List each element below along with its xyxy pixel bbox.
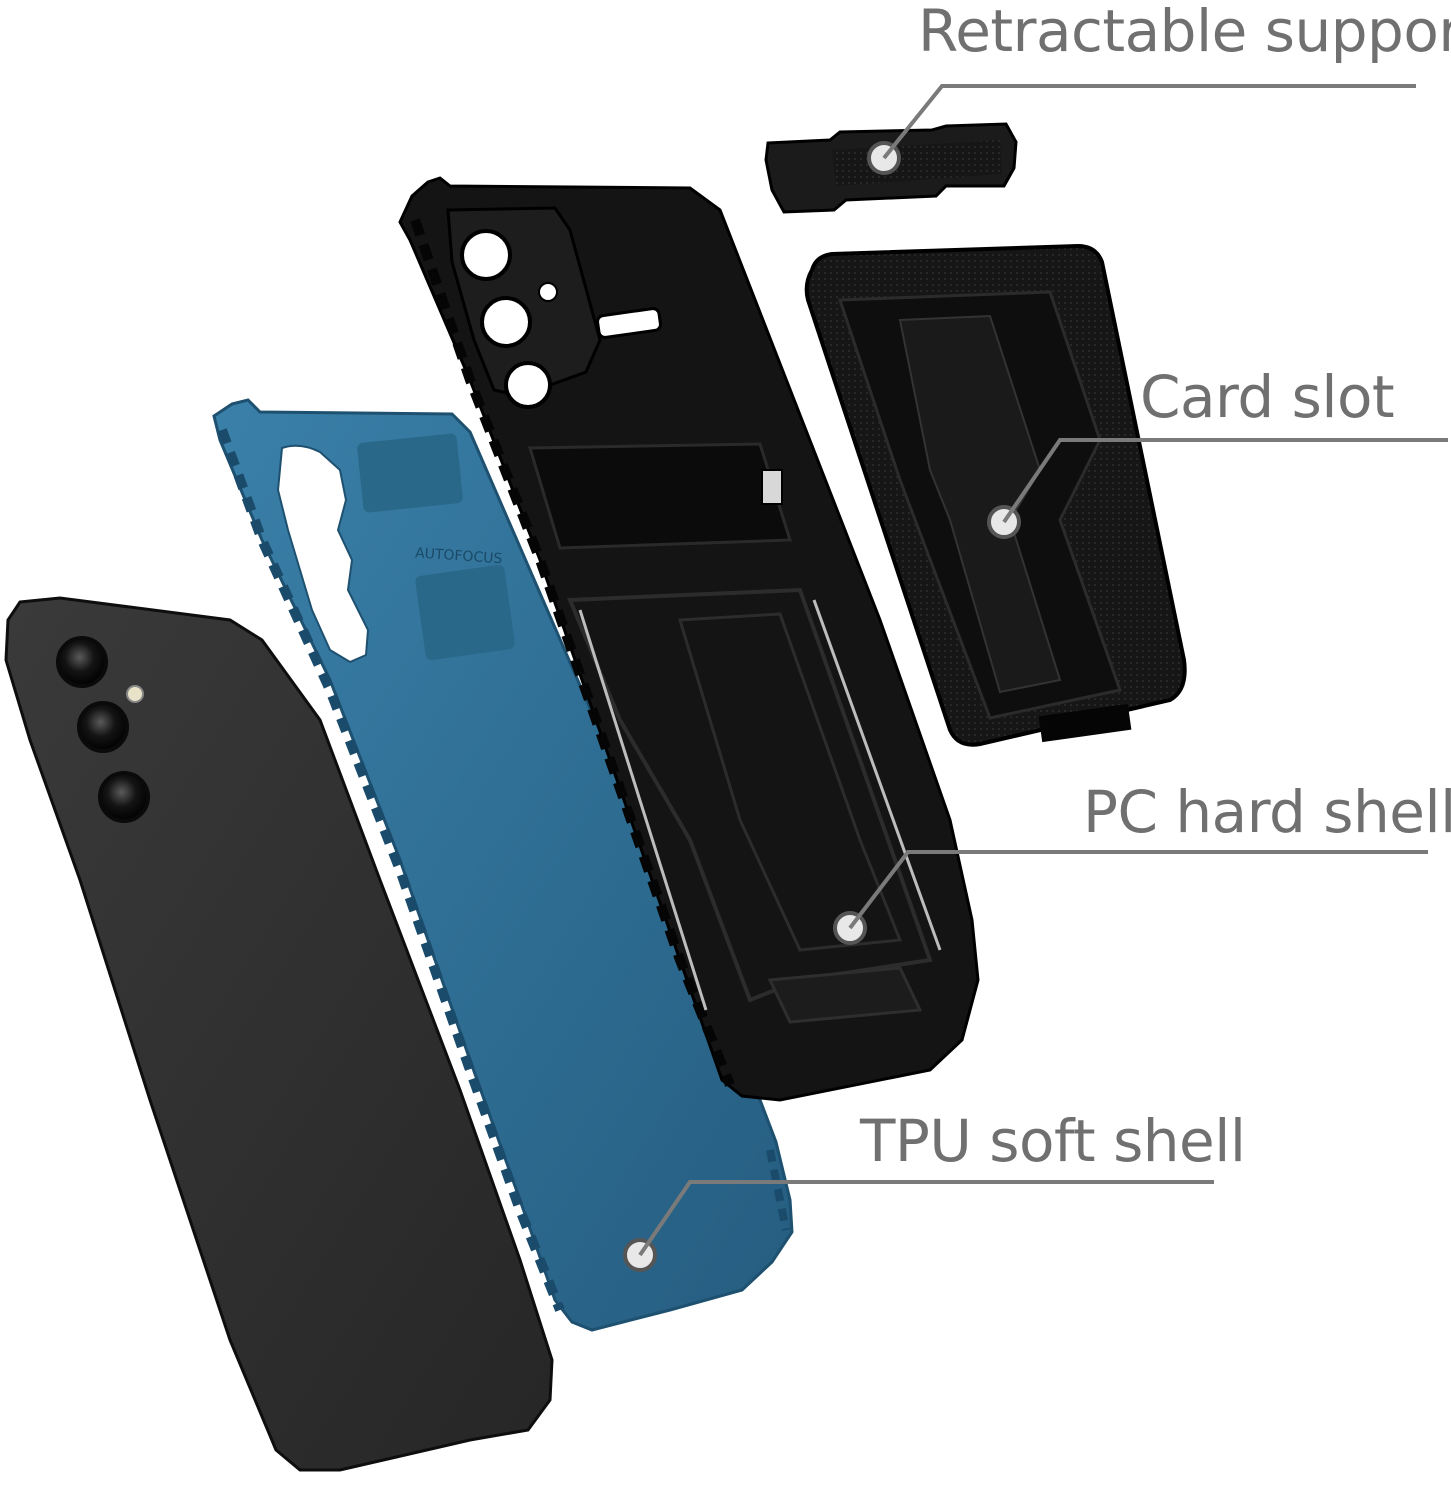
autofocus-emboss: AUTOFOCUS xyxy=(415,545,503,567)
phone-lens-3 xyxy=(98,771,150,823)
callout-tpu-soft-shell: TPU soft shell xyxy=(860,1107,1246,1175)
retractable-support-bar xyxy=(764,122,1018,214)
phone-lens-2 xyxy=(77,701,129,753)
phone-flash xyxy=(126,685,144,703)
callout-lines xyxy=(638,84,1448,1257)
callout-card-slot: Card slot xyxy=(1140,363,1395,431)
tpu-soft-shell: AUTOFOCUS xyxy=(212,398,794,1332)
card-slot-leader xyxy=(1002,438,1448,524)
retractable-leader xyxy=(882,84,1416,160)
callout-pc-hard-shell: PC hard shell xyxy=(1083,778,1451,846)
phone xyxy=(4,596,554,1472)
phone-lens-1 xyxy=(56,636,108,688)
phone-camera-module xyxy=(56,636,150,823)
tpu-leader xyxy=(638,1180,1214,1257)
card-slot-plate xyxy=(804,243,1187,747)
pc-leader xyxy=(848,850,1428,930)
callout-retractable-support: Retractable support xyxy=(918,0,1451,65)
tpu-camera-cutout xyxy=(276,444,370,664)
